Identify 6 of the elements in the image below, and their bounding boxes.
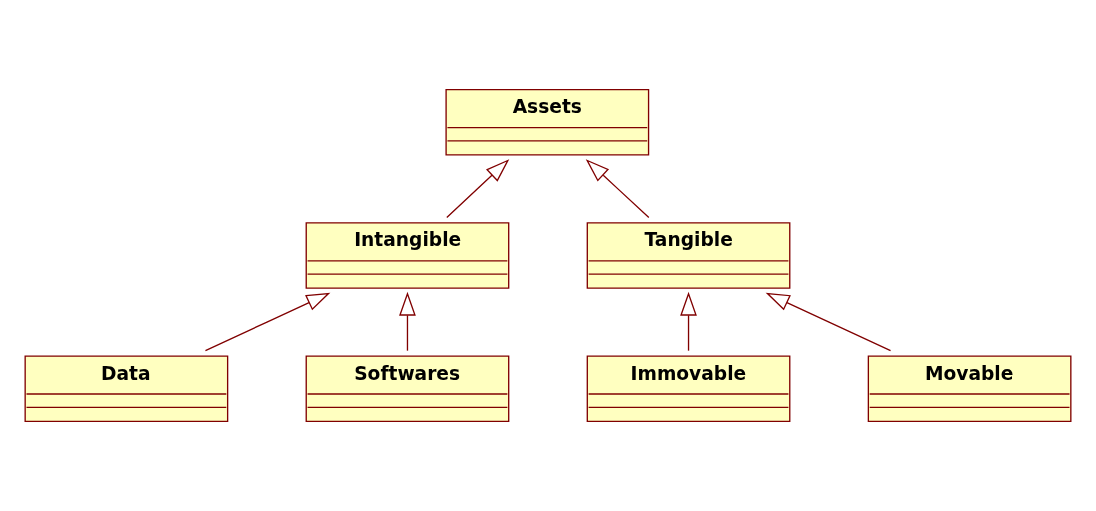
arrow	[765, 292, 892, 352]
arrow	[446, 159, 510, 219]
arrow	[399, 291, 416, 352]
arrow	[204, 292, 331, 352]
arrow	[585, 159, 650, 219]
arrow	[680, 291, 697, 352]
